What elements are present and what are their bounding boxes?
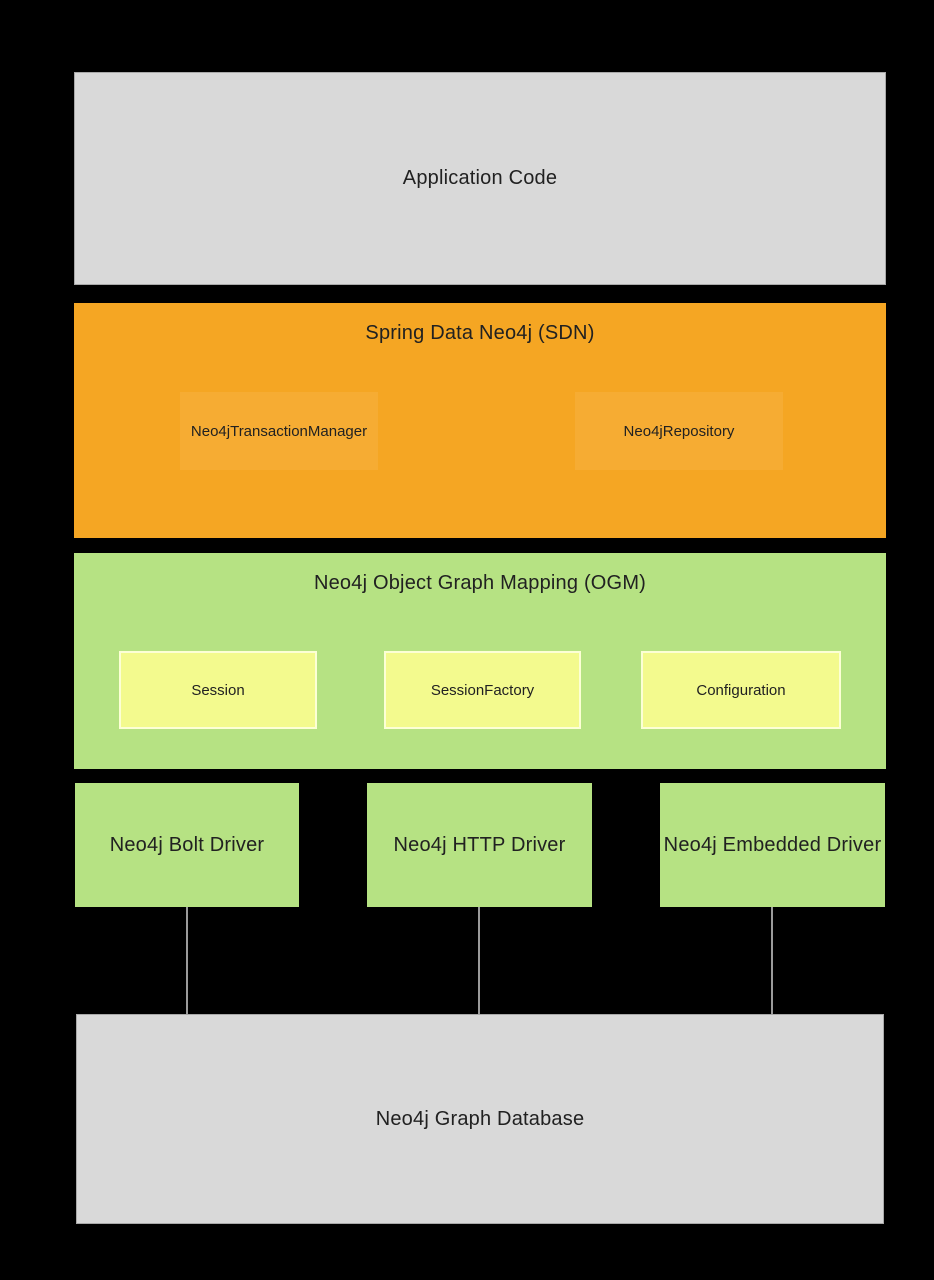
ogm-layer-box: Neo4j Object Graph Mapping (OGM) Session…	[74, 553, 886, 769]
ogm-layer-title: Neo4j Object Graph Mapping (OGM)	[313, 572, 647, 594]
connector-line-bolt-to-database	[186, 907, 188, 1014]
repository-label: Neo4jRepository	[623, 422, 735, 440]
bolt-driver-label: Neo4j Bolt Driver	[109, 833, 265, 856]
ogm-component-configuration: Configuration	[641, 651, 841, 729]
http-driver-label: Neo4j HTTP Driver	[393, 833, 566, 856]
connector-line-http-to-database	[478, 907, 480, 1014]
embedded-driver-label: Neo4j Embedded Driver	[663, 833, 882, 856]
bolt-driver-box: Neo4j Bolt Driver	[75, 783, 299, 907]
sdn-layer-title: Spring Data Neo4j (SDN)	[365, 322, 595, 344]
graph-database-box: Neo4j Graph Database	[76, 1014, 884, 1224]
http-driver-box: Neo4j HTTP Driver	[367, 783, 592, 907]
sdn-component-repository: Neo4jRepository	[575, 392, 783, 470]
graph-database-label: Neo4j Graph Database	[375, 1107, 585, 1130]
connector-line-embedded-to-database	[771, 907, 773, 1014]
embedded-driver-box: Neo4j Embedded Driver	[660, 783, 885, 907]
ogm-component-session-factory: SessionFactory	[384, 651, 581, 729]
sdn-layer-box: Spring Data Neo4j (SDN) Neo4jTransaction…	[74, 303, 886, 538]
transaction-manager-label: Neo4jTransactionManager	[190, 422, 368, 440]
session-label: Session	[191, 681, 245, 699]
session-factory-label: SessionFactory	[430, 681, 535, 699]
ogm-component-session: Session	[119, 651, 317, 729]
configuration-label: Configuration	[696, 681, 786, 699]
sdn-component-transaction-manager: Neo4jTransactionManager	[180, 392, 378, 470]
application-code-label: Application Code	[402, 167, 558, 189]
application-code-box: Application Code	[74, 72, 886, 285]
